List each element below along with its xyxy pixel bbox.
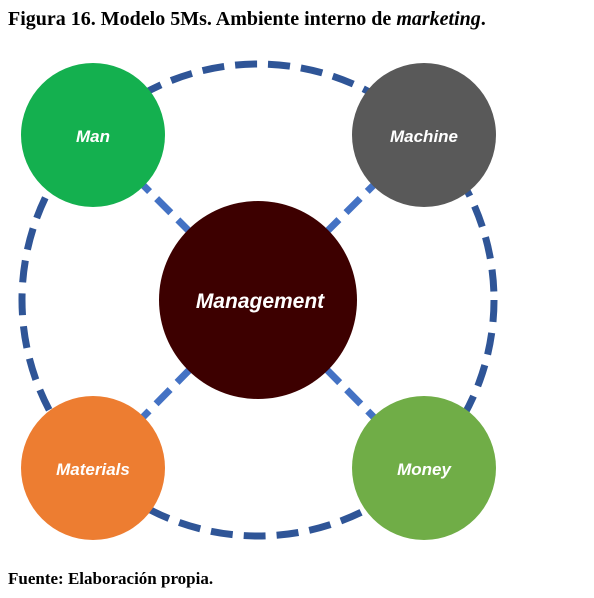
node-machine-label: Machine xyxy=(390,127,458,146)
figure-title-emphasis: marketing xyxy=(396,8,481,30)
node-management-circle xyxy=(159,201,357,399)
node-money: Money xyxy=(352,396,496,540)
node-management: Management xyxy=(159,201,357,399)
node-man-circle xyxy=(21,63,165,207)
node-materials: Materials xyxy=(21,396,165,540)
node-materials-label: Materials xyxy=(56,460,130,479)
figure-title: Figura 16. Modelo 5Ms. Ambiente interno … xyxy=(8,8,486,30)
figure-source: Fuente: Elaboración propia. xyxy=(8,569,214,588)
node-machine-circle xyxy=(352,63,496,207)
node-materials-circle xyxy=(21,396,165,540)
outer-dashed-ring xyxy=(18,60,498,540)
node-machine: Machine xyxy=(352,63,496,207)
node-man: Man xyxy=(21,63,165,207)
node-management-label: Management xyxy=(196,290,325,313)
node-man-label: Man xyxy=(76,127,110,146)
node-money-circle xyxy=(352,396,496,540)
node-money-label: Money xyxy=(397,460,452,479)
